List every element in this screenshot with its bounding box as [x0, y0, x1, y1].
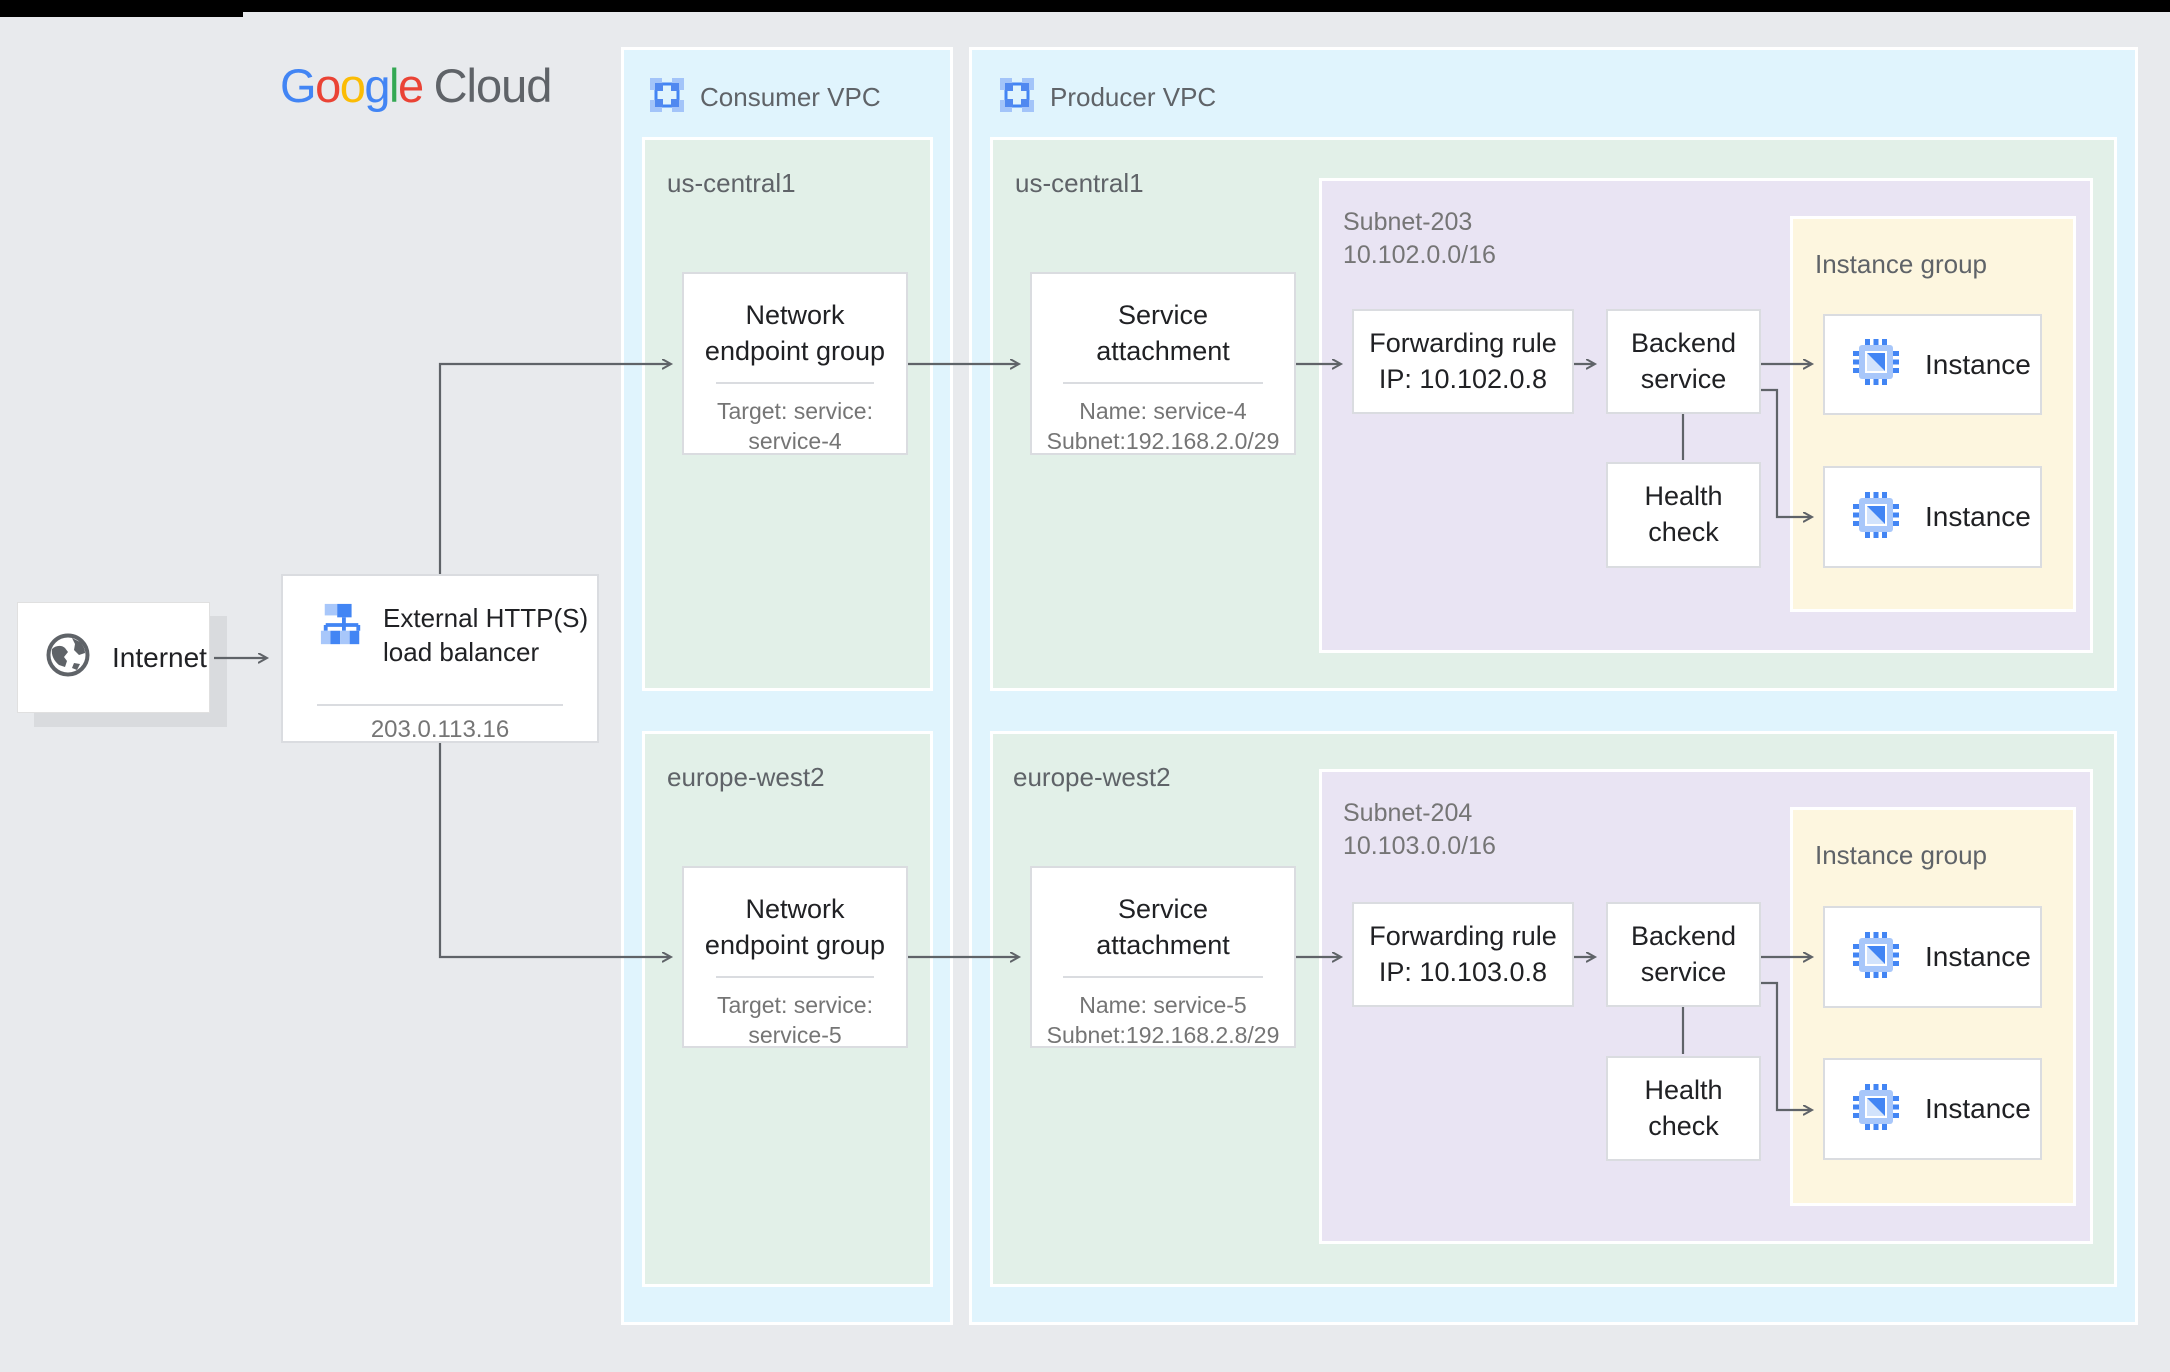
forwarding-rule-line1: Forwarding rule: [1369, 920, 1557, 951]
backend-service-card: Backend service: [1606, 309, 1761, 414]
card-title: Service attachment: [1096, 300, 1230, 366]
sa-name-line: Name: service-4: [1079, 398, 1247, 425]
top-left-bar: [0, 0, 243, 17]
neg-target-line2: service-5: [748, 1022, 842, 1049]
logo-letter: o: [339, 59, 366, 112]
logo-letter: g: [364, 59, 390, 112]
forwarding-rule-card: Forwarding rule IP: 10.102.0.8: [1352, 309, 1574, 414]
subnet-label: Subnet-204 10.103.0.0/16: [1343, 797, 1496, 862]
region-label: europe-west2: [667, 762, 825, 792]
sa-subnet-line: Subnet:192.168.2.8/29: [1046, 1022, 1280, 1049]
instance-label: Instance: [1925, 941, 2031, 972]
vpc-icon: [998, 76, 1036, 119]
card-title: Health check: [1644, 481, 1723, 547]
forwarding-rule-line2: IP: 10.102.0.8: [1378, 363, 1548, 394]
health-check-card: Health check: [1606, 1056, 1761, 1161]
vpc-icon: [648, 76, 686, 119]
card-title: Health check: [1644, 1074, 1723, 1141]
load-balancer-node: External HTTP(S) load balancer 203.0.113…: [281, 574, 599, 743]
instance-label: Instance: [1925, 1093, 2031, 1124]
card-title: Backend service: [1630, 920, 1737, 987]
compute-instance-icon: [1853, 1083, 1899, 1135]
instance-card: Instance: [1823, 1058, 2042, 1160]
sa-subnet-line: Subnet:192.168.2.0/29: [1046, 428, 1280, 455]
service-attachment-card: Service attachment Name: service-5 Subne…: [1030, 866, 1296, 1048]
service-attachment-card: Service attachment Name: service-4 Subne…: [1030, 272, 1296, 455]
logo-cloud-text: Cloud: [433, 59, 553, 112]
instance-label: Instance: [1925, 348, 2031, 380]
backend-service-card: Backend service: [1606, 902, 1761, 1007]
region-label: europe-west2: [1013, 762, 1171, 792]
region-label: us-central1: [1015, 168, 1144, 198]
load-balancer-title: External HTTP(S) load balancer: [383, 603, 589, 667]
health-check-card: Health check: [1606, 462, 1761, 568]
load-balancer-icon: [319, 602, 365, 653]
load-balancer-ip: 203.0.113.16: [370, 716, 510, 743]
compute-instance-icon: [1853, 931, 1899, 983]
card-title: Network endpoint group: [704, 300, 886, 366]
internet-label: Internet: [112, 641, 207, 673]
compute-instance-icon: [1853, 339, 1899, 390]
top-edge-bar: [0, 0, 2170, 12]
logo-letter: o: [315, 59, 341, 112]
divider: [1063, 976, 1263, 979]
divider: [716, 382, 874, 385]
network-endpoint-group-card: Network endpoint group Target: service: …: [682, 866, 908, 1048]
logo-letter: e: [397, 59, 424, 112]
divider: [716, 976, 874, 979]
subnet-name: Subnet-203: [1343, 208, 1473, 236]
subnet-cidr: 10.102.0.0/16: [1343, 240, 1496, 269]
producer-vpc-label: Producer VPC: [1050, 82, 1217, 112]
instance-card: Instance: [1823, 466, 2042, 568]
card-title: Network endpoint group: [704, 894, 886, 960]
subnet-name: Subnet-204: [1343, 799, 1473, 827]
card-title: Backend service: [1630, 327, 1737, 394]
region-label: us-central1: [667, 168, 796, 198]
network-endpoint-group-card: Network endpoint group Target: service: …: [682, 272, 908, 455]
logo-letter: G: [280, 59, 317, 112]
neg-target-line2: service-4: [748, 428, 842, 455]
instance-card: Instance: [1823, 314, 2042, 415]
forwarding-rule-line1: Forwarding rule: [1369, 327, 1557, 358]
subnet-cidr: 10.103.0.0/16: [1343, 831, 1496, 860]
instance-card: Instance: [1823, 906, 2042, 1008]
divider: [317, 704, 563, 706]
subnet-label: Subnet-203 10.102.0.0/16: [1343, 206, 1496, 271]
card-title: Service attachment: [1096, 894, 1230, 960]
instance-group-label: Instance group: [1815, 249, 1988, 279]
neg-target-line1: Target: service:: [717, 992, 873, 1019]
divider: [1063, 382, 1263, 385]
forwarding-rule-card: Forwarding rule IP: 10.103.0.8: [1352, 902, 1574, 1007]
sa-name-line: Name: service-5: [1079, 992, 1247, 1019]
compute-instance-icon: [1853, 491, 1899, 543]
globe-icon: [46, 633, 90, 682]
instance-label: Instance: [1925, 501, 2031, 532]
consumer-vpc-label: Consumer VPC: [700, 82, 881, 112]
forwarding-rule-line2: IP: 10.103.0.8: [1378, 956, 1548, 987]
logo-letter: l: [388, 59, 399, 112]
internet-node: Internet: [17, 602, 210, 713]
neg-target-line1: Target: service:: [717, 398, 873, 425]
instance-group-label: Instance group: [1815, 840, 1988, 870]
